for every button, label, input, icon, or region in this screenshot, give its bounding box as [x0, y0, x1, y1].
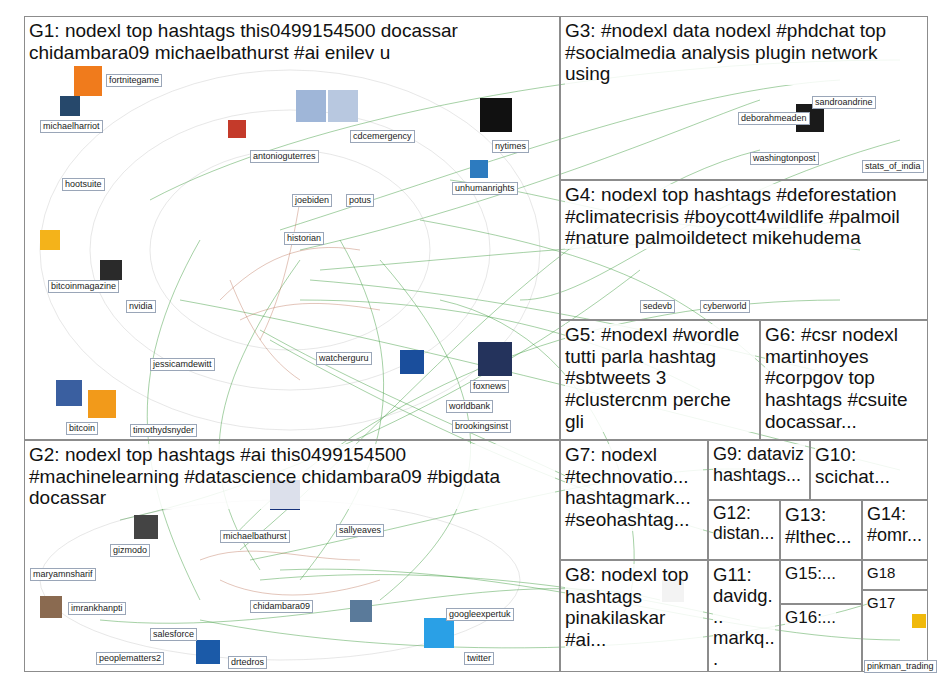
- vertex-label: potus: [346, 194, 374, 207]
- group-panel: G16:...: [780, 604, 862, 672]
- vertex-label: sallyeaves: [336, 524, 384, 537]
- group-panel: G10: scichat...: [810, 440, 928, 500]
- vertex-label: stats_of_india: [862, 160, 924, 173]
- group-panel: G18: [862, 560, 928, 590]
- vertex-label: salesforce: [150, 628, 197, 641]
- group-title: G6: #csr nodexl martinhoyes #corpgov top…: [765, 324, 923, 432]
- group-panel: G13: #lthec...: [780, 500, 862, 560]
- vertex-label: hootsuite: [62, 178, 105, 191]
- vertex-label: michaelbathurst: [220, 530, 290, 543]
- group-panel: G11: davidg... markq...: [708, 560, 780, 672]
- group-title: G5: #nodexl #wordle tutti parla hashtag …: [565, 324, 755, 432]
- vertex-label: maryamnsharif: [30, 568, 96, 581]
- group-panel: G9: dataviz hashtags...: [708, 440, 810, 500]
- vertex-label: bitcoin: [66, 422, 98, 435]
- vertex-label: drtedros: [228, 656, 267, 669]
- vertex-label: gizmodo: [110, 544, 150, 557]
- group-panel: G2: nodexl top hashtags #ai this04991545…: [24, 440, 560, 672]
- vertex-label: sedevb: [640, 300, 675, 313]
- vertex-label: unhumanrights: [452, 182, 518, 195]
- group-title: G17: [867, 594, 895, 611]
- vertex-label: washingtonpost: [750, 152, 819, 165]
- group-panel: G6: #csr nodexl martinhoyes #corpgov top…: [760, 320, 928, 440]
- vertex-label: bitcoinmagazine: [48, 280, 119, 293]
- group-panel: G1: nodexl top hashtags this0499154500 d…: [24, 16, 560, 440]
- vertex-label: imrankhanpti: [68, 602, 126, 615]
- group-panel: G4: nodexl top hashtags #deforestation #…: [560, 180, 928, 320]
- group-panel: G7: nodexl #technovatio... hashtagmark..…: [560, 440, 708, 560]
- group-title: G13: #lthec...: [785, 504, 857, 547]
- vertex-label: worldbank: [446, 400, 493, 413]
- group-title: G16:...: [785, 608, 836, 627]
- vertex-label: foxnews: [470, 380, 509, 393]
- group-title: G1: nodexl top hashtags this0499154500 d…: [29, 20, 555, 63]
- group-panel: G8: nodexl top hashtags pinakilaskar #ai…: [560, 560, 708, 672]
- vertex-label: cyberworld: [700, 300, 750, 313]
- vertex-label: sandroandrine: [812, 96, 876, 109]
- vertex-label: joebiden: [292, 194, 332, 207]
- group-title: G3: #nodexl data nodexl #phdchat top #so…: [565, 20, 923, 85]
- vertex-label: googleexpertuk: [446, 608, 514, 621]
- vertex-label: pinkman_trading: [864, 660, 937, 673]
- vertex-label: twitter: [464, 652, 494, 665]
- group-title: G15:...: [785, 564, 836, 583]
- group-title: G18: [867, 564, 895, 581]
- vertex-label: nvidia: [126, 300, 156, 313]
- group-title: G7: nodexl #technovatio... hashtagmark..…: [565, 444, 703, 531]
- vertex-label: timothydsnyder: [130, 424, 197, 437]
- vertex-label: jessicamdewitt: [150, 358, 215, 371]
- group-panel: G15:...: [780, 560, 862, 604]
- group-title: G12: distan...: [713, 504, 775, 544]
- group-title: G8: nodexl top hashtags pinakilaskar #ai…: [565, 564, 703, 651]
- vertex-label: peoplematters2: [96, 652, 164, 665]
- group-panel: G14: #omr...: [862, 500, 928, 560]
- group-title: G10: scichat...: [815, 444, 923, 487]
- vertex-label: watcherguru: [316, 352, 372, 365]
- group-title: G11: davidg... markq...: [713, 564, 775, 669]
- group-title: G9: dataviz hashtags...: [713, 444, 805, 485]
- vertex-label: deborahmeaden: [738, 112, 810, 125]
- vertex-label: antonioguterres: [250, 150, 319, 163]
- vertex-label: nytimes: [492, 140, 529, 153]
- vertex-label: cdcemergency: [350, 130, 415, 143]
- vertex-label: brookingsinst: [452, 420, 511, 433]
- vertex-label: michaelharriot: [40, 120, 103, 133]
- vertex-label: historian: [284, 232, 324, 245]
- group-title: G2: nodexl top hashtags #ai this04991545…: [29, 444, 555, 509]
- group-panel: G12: distan...: [708, 500, 780, 560]
- vertex-label: fortnitegame: [106, 74, 162, 87]
- group-panel: G5: #nodexl #wordle tutti parla hashtag …: [560, 320, 760, 440]
- group-title: G14: #omr...: [867, 504, 923, 545]
- group-title: G4: nodexl top hashtags #deforestation #…: [565, 184, 923, 249]
- vertex-label: chidambara09: [250, 600, 313, 613]
